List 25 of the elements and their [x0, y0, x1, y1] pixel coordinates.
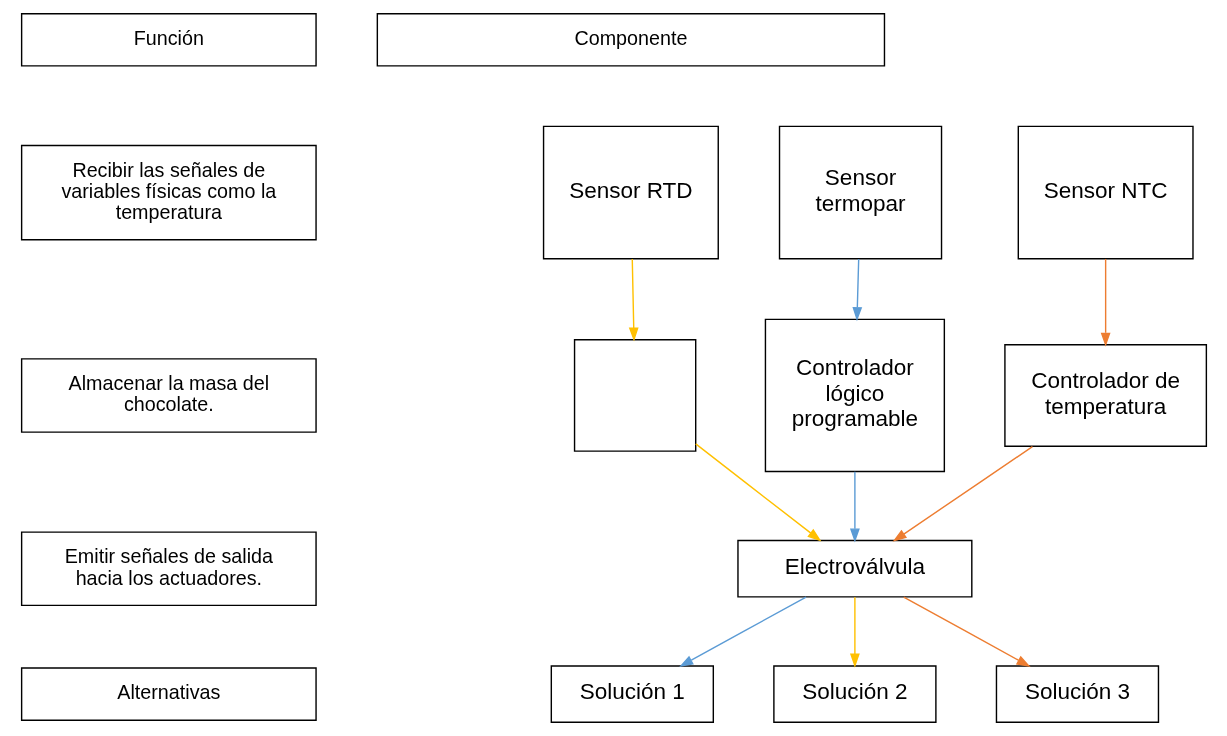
arrow	[1100, 258, 1111, 347]
arrow	[892, 445, 1033, 542]
label: Emitir señales de salida hacia los actuadores.	[64, 545, 273, 589]
arrow	[851, 258, 862, 322]
node-box: Controlador lógico programable	[764, 318, 945, 473]
label: Componente	[573, 26, 687, 49]
label: Recibir las señales de variables físicas como la temperatura	[60, 158, 276, 223]
arrow	[678, 596, 807, 667]
label: Alternativas	[116, 681, 220, 704]
node-box: Solución 3	[995, 665, 1159, 723]
arrow	[628, 258, 639, 342]
node-box: Controlador de temperatura	[1003, 344, 1207, 447]
node-box: Solución 2	[772, 665, 937, 723]
arrow	[902, 596, 1031, 667]
arrow	[849, 470, 860, 543]
node-box: Electroválvula	[736, 539, 972, 598]
node-box: Sensor termopar	[778, 125, 942, 260]
arrow	[694, 443, 821, 542]
node-box	[573, 339, 696, 452]
node-box: Sensor NTC	[1017, 125, 1194, 260]
label: Almacenar la masa del chocolate.	[68, 372, 269, 416]
arrow	[849, 596, 860, 668]
node-box: Solución 1	[550, 665, 714, 723]
label: Función	[133, 26, 204, 49]
node-box: Sensor RTD	[542, 125, 719, 260]
